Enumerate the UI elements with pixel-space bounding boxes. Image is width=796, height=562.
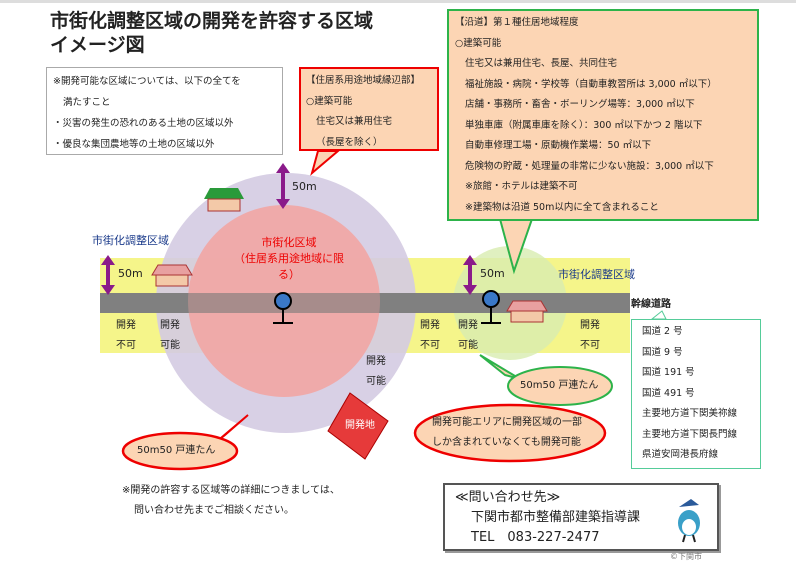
contact-box: ≪問い合わせ先≫ 下関市都市整備部建築指導課 TEL 083-227-2477 [443, 483, 719, 551]
bubble-green [507, 366, 613, 406]
roadside-callout: 【沿道】第１種住居地域程度○建築可能 住宅又は兼用住宅、長屋、共同住宅福祉施設・… [447, 9, 759, 221]
bubble-red-right [413, 403, 607, 463]
dev-site-shape [327, 392, 389, 460]
dev-site-label: 開発地 [345, 420, 375, 431]
arrow-icon-top [276, 163, 290, 209]
diagram-shapes [100, 150, 667, 471]
station-icon-left [273, 292, 293, 324]
distance-label-left: 50m [118, 267, 143, 280]
trunk-road-overlay [100, 293, 630, 313]
residential-edge-callout: 【住居系用途地域縁辺部】○建築可能住宅又は兼用住宅（長屋を除く） [299, 67, 439, 151]
house-icon-left [151, 264, 193, 287]
house-icon-green [204, 188, 244, 212]
dev-allowed-2: 開発可能 [366, 356, 386, 387]
arrow-icon-right [463, 255, 477, 295]
dev-site-note: 開発可能エリアに開発区域の一部しか含まれていなくても開発可能 [432, 417, 582, 448]
bubble-50m50-right: 50m50 戸連たん [520, 380, 599, 391]
arrow-icon-left [101, 255, 115, 295]
house-icon-right [506, 300, 548, 323]
mascot-icon [678, 499, 700, 543]
bottom-note: ※開発の許容する区域等の詳細につきましては、問い合わせ先までご相談ください。 [122, 485, 340, 516]
trunk-road-list: 国道 2 号国道 9 号国道 191 号国道 491 号主要地方道下関美祢線主要… [631, 319, 761, 469]
page-title: 市街化調整区域の開発を許容する区域イメージ図 [50, 10, 374, 56]
bubble-red-left [121, 431, 239, 471]
dev-allowed-1: 開発可能 [160, 320, 180, 351]
control-area-label-right: 市街化調整区域 [558, 268, 635, 281]
control-area-label-left: 市街化調整区域 [92, 234, 169, 247]
trunk-road-label: 幹線道路 [631, 299, 671, 310]
dev-allowed-3: 開発可能 [458, 320, 478, 351]
dev-not-allowed-1: 開発不可 [116, 320, 136, 351]
bubble-50m50-left: 50m50 戸連たん [137, 445, 216, 456]
urbanization-area-label: 市街化区域（住居系用途地域に限る） [234, 236, 344, 281]
distance-label-top: 50m [292, 180, 317, 193]
dev-not-allowed-3: 開発不可 [580, 320, 600, 351]
callout-tail-red [310, 150, 341, 176]
station-icon-right [481, 290, 501, 324]
copyright: ©下関市 [670, 552, 702, 561]
conditions-note: ※開発可能な区域については、以下の全てを満たすこと・災害の発生の恐れのある土地の… [46, 67, 283, 155]
dev-not-allowed-2: 開発不可 [420, 320, 440, 351]
distance-label-right: 50m [480, 267, 505, 280]
